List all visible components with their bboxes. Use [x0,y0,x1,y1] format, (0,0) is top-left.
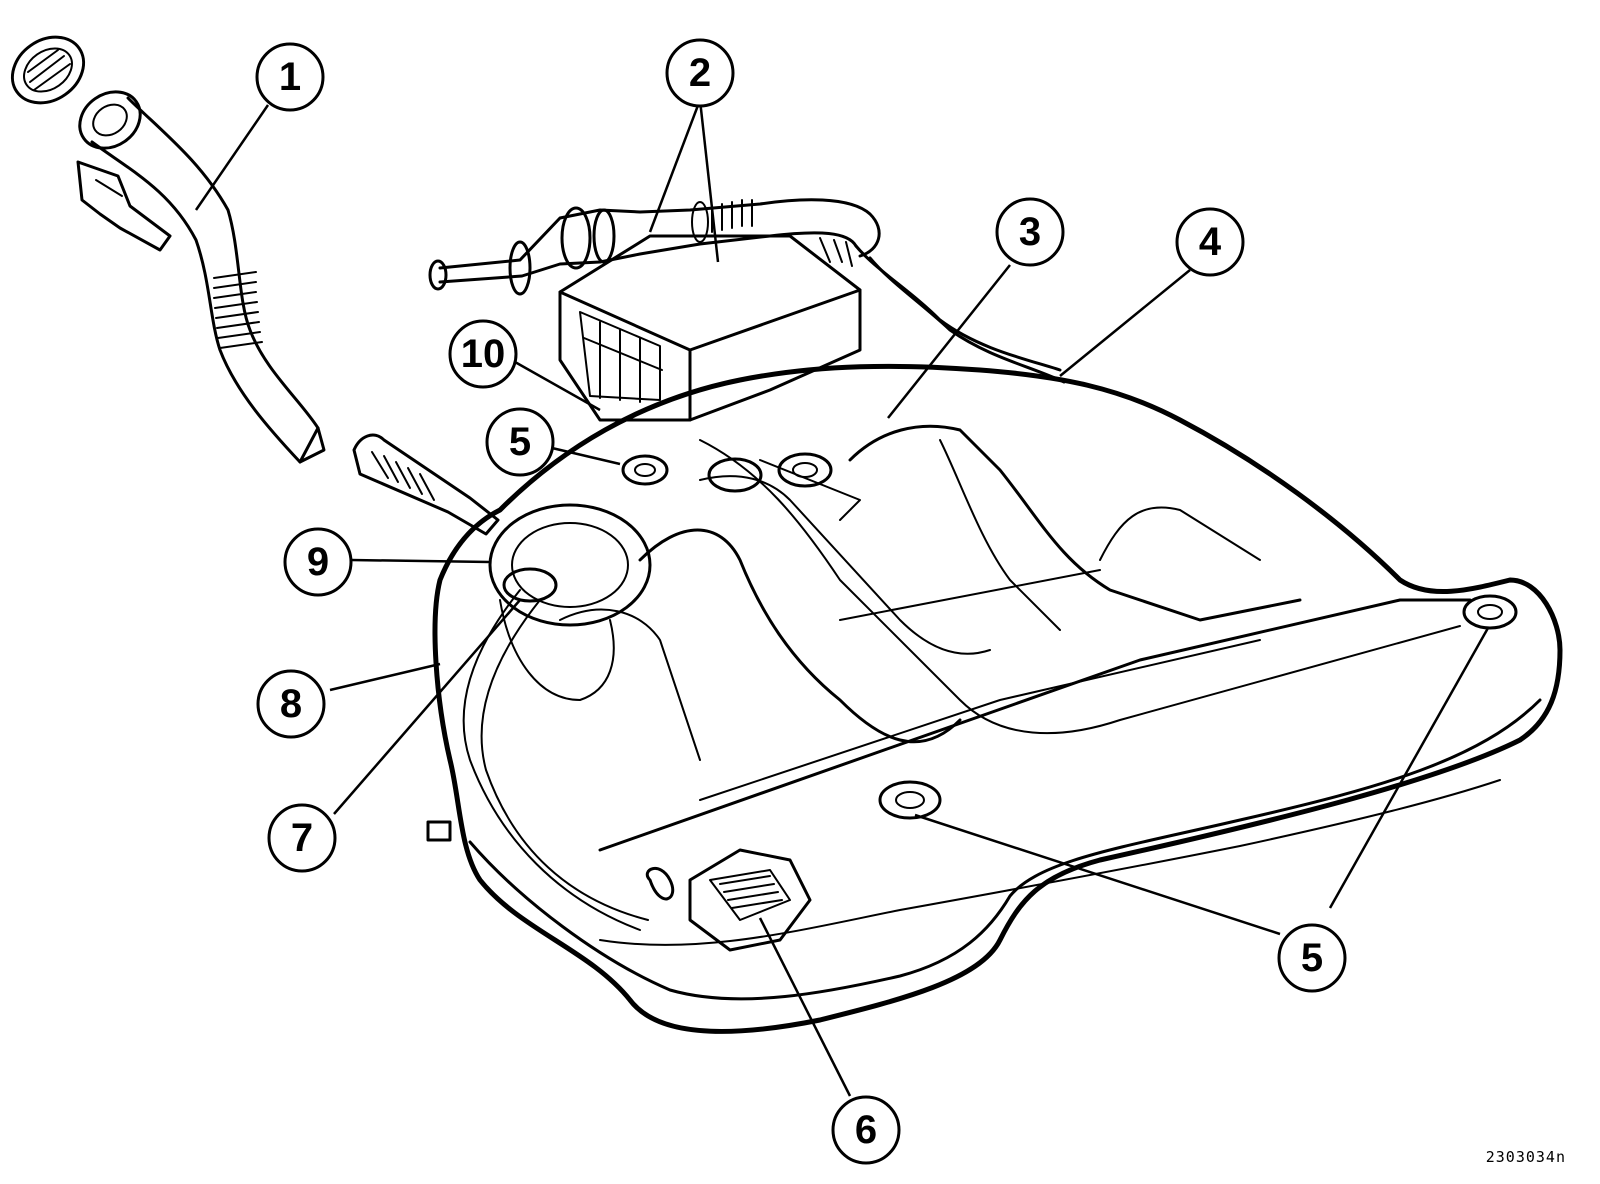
leader-lines [194,99,1490,1097]
callout-5-left: 5 [485,407,555,477]
callout-8: 8 [256,669,326,739]
callout-7: 7 [267,803,337,873]
carbon-canister [558,234,862,422]
callout-8-label: 8 [280,682,302,726]
callout-5-right: 5 [1277,923,1347,993]
filler-bellows [213,271,263,349]
callout-10: 10 [448,319,518,389]
reference-code: 2303034n [1485,1148,1566,1166]
callout-6-label: 6 [855,1108,877,1152]
callout-5-left-label: 5 [509,420,531,464]
fuel-pump-module [646,848,812,952]
callout-5-right-label: 5 [1301,936,1323,980]
callout-6: 6 [831,1095,901,1165]
vent-pipe [428,198,1066,384]
fuel-tank-body [426,363,1563,1034]
callout-9-label: 9 [307,540,329,584]
callout-3-label: 3 [1019,210,1041,254]
callout-10-label: 10 [461,332,506,376]
callout-2: 2 [665,38,735,108]
callout-1: 1 [255,42,325,112]
callout-9: 9 [283,527,353,597]
callout-3: 3 [995,197,1065,267]
callout-1-label: 1 [279,55,301,99]
filler-neck-assembly [10,35,500,536]
callout-7-label: 7 [291,816,313,860]
callout-2-label: 2 [689,51,711,95]
callout-4: 4 [1175,207,1245,277]
callout-4-label: 4 [1199,220,1222,264]
